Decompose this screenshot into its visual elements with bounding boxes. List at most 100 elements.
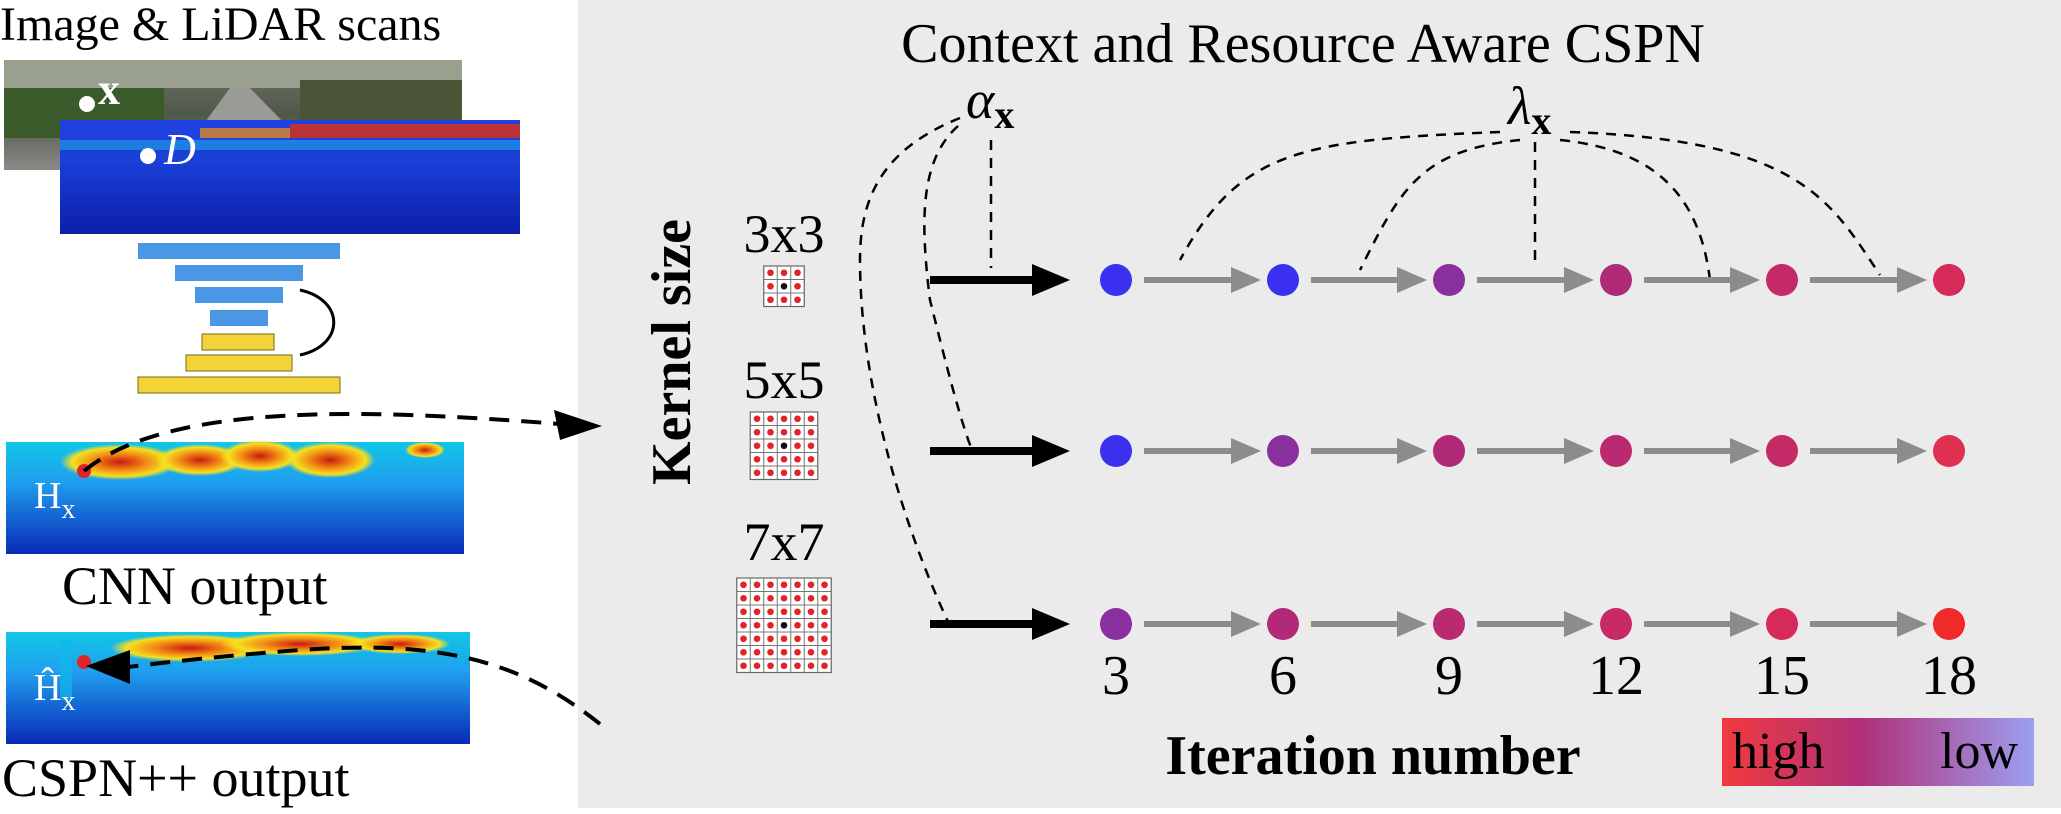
propagation-arrowhead [1231, 611, 1261, 637]
legend-low-label: low [1940, 723, 2018, 780]
propagation-arrowhead [1897, 611, 1927, 637]
kernel-center-dot [780, 442, 788, 450]
iteration-node [1433, 608, 1465, 640]
kernel-neighbor-dot [794, 455, 801, 463]
kernel-neighbor-dot [807, 662, 815, 670]
kernel-neighbor-dot [807, 469, 815, 477]
cspn-point-subscript: x [61, 686, 75, 717]
kernel-row-2 [930, 435, 1965, 467]
iteration-tick-label: 15 [1754, 645, 1810, 707]
cspn-panel-background [578, 0, 2061, 808]
kernel-neighbor-dot [767, 594, 774, 602]
kernel-neighbor-dot [794, 296, 801, 304]
cnn-to-cspn-arrowhead [554, 410, 602, 440]
kernel-neighbor-dot [821, 581, 828, 589]
kernel-neighbor-dot [767, 469, 774, 477]
propagation-arrowhead [1397, 267, 1427, 293]
kernel-row-3 [930, 608, 1965, 640]
iteration-node [1267, 435, 1299, 467]
alpha-label: αx [966, 70, 1014, 137]
propagation-arrowhead [1397, 438, 1427, 464]
legend-gradient-bar [1722, 718, 2034, 786]
cnn-point-label: Hx [34, 475, 75, 525]
kernel-neighbor-dot [780, 648, 788, 656]
kernel-neighbor-dot [740, 581, 747, 589]
kernel-neighbor-dot [767, 269, 774, 277]
kernel-neighbor-dot [740, 594, 747, 602]
iteration-node [1433, 435, 1465, 467]
pixel-x-label: x [98, 65, 120, 114]
depth-d-label: D [163, 125, 196, 174]
pixel-x-marker [79, 96, 95, 112]
alpha-subscript: x [994, 92, 1014, 137]
kernel-neighbor-dot [821, 621, 828, 629]
kernel-grid-7x7 [736, 577, 832, 674]
kernel-neighbor-dot [794, 662, 801, 670]
kernel-neighbor-dot [780, 594, 788, 602]
legend-high-label: high [1732, 723, 1824, 780]
kernel-center-dot [780, 621, 788, 629]
propagation-arrowhead [1564, 611, 1594, 637]
kernel-neighbor-dot [780, 415, 788, 423]
propagation-arrowhead [1564, 267, 1594, 293]
kernel-neighbor-dot [794, 415, 801, 423]
iteration-node [1766, 608, 1798, 640]
skip-connection [299, 288, 336, 357]
iteration-node [1600, 435, 1632, 467]
kernel-input-arrowhead [1032, 264, 1070, 296]
kernel-grid-3x3 [763, 265, 805, 308]
kernel-neighbor-dot [794, 269, 801, 277]
iteration-node [1766, 435, 1798, 467]
kernel-neighbor-dot [780, 428, 788, 436]
kernel-neighbor-dot [780, 296, 788, 304]
cspn-output-caption: CSPN++ output [2, 748, 350, 808]
iteration-node [1933, 435, 1965, 467]
encoder-layer [138, 243, 340, 259]
kernel-label-5x5: 5x5 [744, 350, 825, 410]
lambda-subscript: x [1531, 98, 1551, 143]
lambda-label: λx [1506, 76, 1551, 143]
kernel-neighbor-dot [780, 469, 788, 477]
iteration-node [1267, 264, 1299, 296]
alpha-connectors [858, 116, 993, 627]
iteration-node [1100, 264, 1132, 296]
kernel-neighbor-dot [794, 621, 801, 629]
kernel-neighbor-dot [821, 635, 828, 643]
kernel-neighbor-dot [794, 608, 801, 616]
lambda-symbol: λ [1506, 76, 1531, 136]
iteration-axis-label: Iteration number [1165, 725, 1580, 787]
cspn-to-output-arrowhead [86, 650, 130, 684]
cnn-point-symbol: H [34, 475, 61, 517]
iteration-tick-label: 18 [1921, 645, 1977, 707]
kernel-neighbor-dot [767, 608, 774, 616]
decoder-layer [201, 333, 275, 351]
kernel-row-1 [930, 264, 1965, 296]
kernel-neighbor-dot [780, 635, 788, 643]
kernel-neighbor-dot [767, 662, 774, 670]
kernel-neighbor-dot [780, 608, 788, 616]
kernel-input-arrowhead [1032, 608, 1070, 640]
kernel-neighbor-dot [794, 635, 801, 643]
kernel-neighbor-dot [740, 635, 747, 643]
kernel-neighbor-dot [767, 415, 774, 423]
iteration-rows [930, 264, 1965, 640]
kernel-neighbor-dot [753, 428, 761, 436]
alpha-symbol: α [966, 70, 996, 130]
kernel-neighbor-dot [753, 581, 761, 589]
kernel-neighbor-dot [753, 469, 761, 477]
kernel-neighbor-dot [794, 469, 801, 477]
kernel-neighbor-dot [780, 269, 788, 277]
kernel-label-7x7: 7x7 [744, 512, 825, 572]
kernel-neighbor-dot [794, 442, 801, 450]
kernel-neighbor-dot [807, 581, 815, 589]
kernel-neighbor-dot [807, 428, 815, 436]
encoder-decoder-network [137, 243, 341, 394]
lidar-scan-image [60, 120, 520, 234]
propagation-arrowhead [1231, 267, 1261, 293]
kernel-neighbor-dot [740, 608, 747, 616]
iteration-node [1100, 608, 1132, 640]
kernel-neighbor-dot [753, 608, 761, 616]
input-title: Image & LiDAR scans [0, 0, 441, 51]
